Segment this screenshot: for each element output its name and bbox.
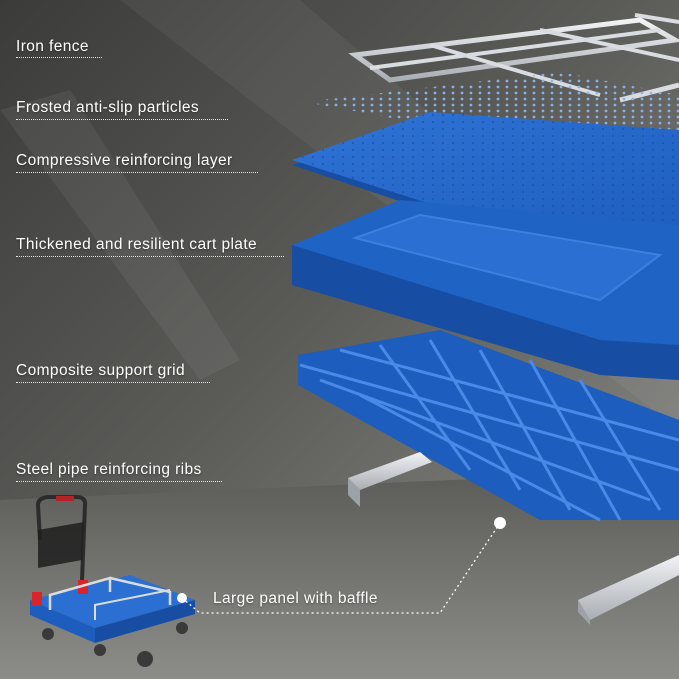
leader-line xyxy=(16,172,258,173)
leader-line xyxy=(16,256,284,257)
steel-pipe-ribs xyxy=(348,452,679,625)
label-reinforcing-layer: Compressive reinforcing layer xyxy=(16,152,233,169)
baffle-pointer xyxy=(181,517,506,614)
support-grid xyxy=(298,330,679,522)
leader-line xyxy=(16,57,102,58)
label-support-grid: Composite support grid xyxy=(16,362,186,379)
floor xyxy=(0,470,679,679)
leader-line xyxy=(16,382,210,383)
reinforcing-layer xyxy=(292,112,679,255)
leader-line xyxy=(16,481,222,482)
light-shaft xyxy=(0,90,240,380)
label-cart-plate: Thickened and resilient cart plate xyxy=(16,236,258,253)
label-anti-slip: Frosted anti-slip particles xyxy=(16,99,200,116)
leader-line xyxy=(16,119,228,120)
label-iron-fence: Iron fence xyxy=(16,38,89,55)
label-panel-baffle: Large panel with baffle xyxy=(213,590,378,607)
cart-plate xyxy=(292,200,679,380)
assembled-cart-thumbnail xyxy=(30,495,195,667)
label-steel-ribs: Steel pipe reinforcing ribs xyxy=(16,461,202,478)
